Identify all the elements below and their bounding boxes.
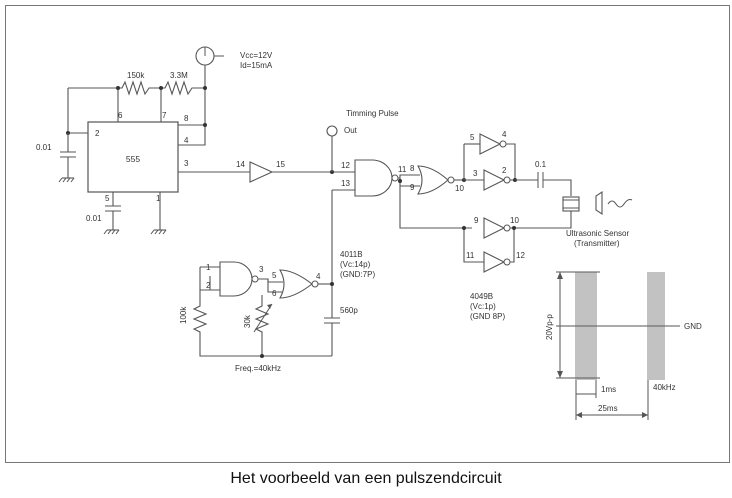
sensor-label-2: (Transmitter) [574,239,620,248]
coupling-cap-label: 0.1 [535,160,547,169]
osc-nor-pin-6: 6 [272,289,277,298]
pin-6: 6 [118,111,123,120]
osc-pot-label: 30k [243,314,252,328]
nand-pin-12: 12 [341,161,350,170]
inv-bot-b-in: 11 [466,251,475,260]
pin-2: 2 [95,129,100,138]
inv-bot-b-out: 12 [516,251,525,260]
pin-5: 5 [105,194,110,203]
chip-4049-name: 4049B [470,292,493,301]
ultrasonic-transducer [562,196,580,212]
output-waveform: 20Vp-p GND 1ms 25ms 40kHz [545,271,702,420]
waveform-burst-1 [575,272,597,380]
cap-control-label: 0.01 [86,214,102,223]
ic-555-label: 555 [126,154,140,164]
nor-pin-9: 9 [410,183,415,192]
osc-cap-label: 560p [340,306,358,315]
inv-top-a-out: 4 [502,130,507,139]
timer-555: 555 2 6 7 8 4 3 5 1 [87,111,189,203]
osc-nor-pin-4: 4 [316,272,321,281]
nand-pin-11: 11 [398,165,407,174]
osc-nor-pin-5: 5 [272,271,277,280]
sensor-label-1: Ultrasonic Sensor [566,229,629,238]
nor-gate-osc [279,269,313,299]
nor-pin-10: 10 [455,184,464,193]
nand-gate-osc [219,261,253,297]
chip-4011-vc: (Vc:14p) [340,260,371,269]
timing-pulse-out: Out [344,126,358,135]
inverter-bottom-a [483,217,506,239]
osc-frequency-label: Freq.=40kHz [235,364,281,373]
nor-pin-8: 8 [410,164,415,173]
osc-nand-pin-3: 3 [259,265,264,274]
inverter-top-a [479,133,502,155]
waveform-period-label: 25ms [598,404,618,413]
timing-pulse-terminal [326,125,338,137]
timing-pulse-label: Timming Pulse [346,109,399,118]
chip-4049-vc: (Vc:1p) [470,302,496,311]
figure-caption: Het voorbeeld van een pulszendcircuit [230,470,502,487]
osc-resistor-label: 100k [179,306,188,324]
inverter-bottom-b [483,251,506,273]
inv-top-b-in: 3 [473,169,478,178]
vcc-label: Vcc=12V [240,51,273,60]
inverter-top-b [483,169,506,191]
buffer-gate [249,161,274,183]
pin-7: 7 [162,111,167,120]
waveform-amplitude-label: 20Vp-p [545,314,554,340]
waveform-gnd-label: GND [684,322,702,331]
waveform-pulse-label: 1ms [601,385,616,394]
chip-4049-gnd: (GND 8P) [470,312,505,321]
pin-1: 1 [156,194,161,203]
pin-8: 8 [184,114,189,123]
waveform-burst-2 [647,272,665,380]
pin-3: 3 [184,159,189,168]
chip-4011-name: 4011B [340,250,363,259]
pin-4: 4 [184,136,189,145]
schematic-frame [5,5,730,463]
waveform-freq-label: 40kHz [653,383,676,392]
osc-nand-pin-1: 1 [206,263,211,272]
resistor-3m3-label: 3.3M [170,71,188,80]
osc-nand-pin-2: 2 [206,281,211,290]
inv-bot-a-in: 9 [474,216,479,225]
chip-4011-gnd: (GND:7P) [340,270,375,279]
sound-wave-icon [607,198,633,208]
inv-top-a-in: 5 [470,133,475,142]
inv-bot-a-out: 10 [510,216,519,225]
nand-gate-main [354,159,393,197]
id-label: Id=15mA [240,61,273,70]
buffer-in-pin: 14 [236,160,245,169]
resistor-150k-label: 150k [127,71,145,80]
nor-gate-main [417,165,449,195]
buffer-out-pin: 15 [276,160,285,169]
ic-555-body [87,121,179,193]
cap-timing-label: 0.01 [36,143,52,152]
nand-pin-13: 13 [341,179,350,188]
inv-top-b-out: 2 [502,166,507,175]
speaker-horn-icon [595,190,603,216]
